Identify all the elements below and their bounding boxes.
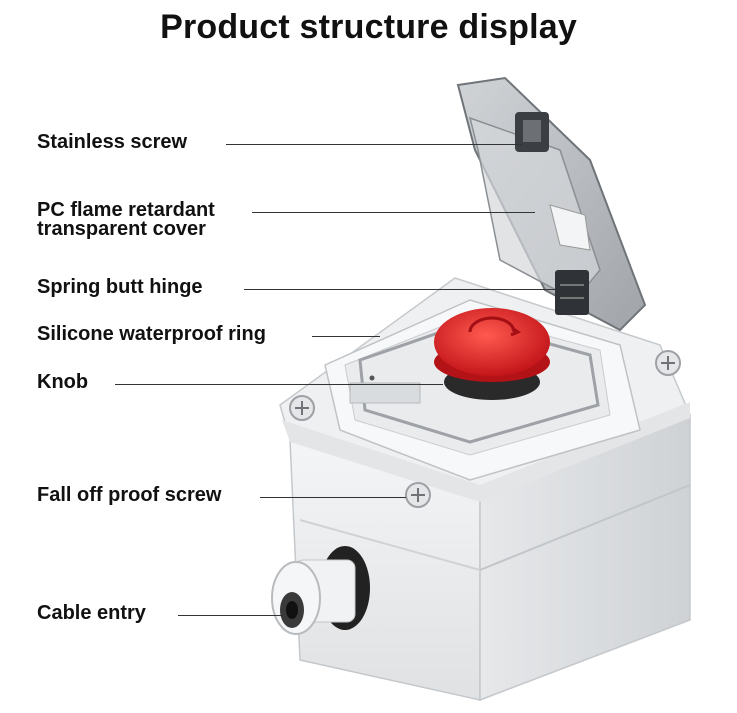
page-title: Product structure display [160,8,577,46]
label-stainless-screw: Stainless screw [37,131,188,153]
label-spring-hinge: Spring butt hinge [37,276,203,298]
leader-fall-off-screw [260,497,406,498]
leader-pc-cover [252,212,535,213]
label-knob: Knob [37,371,89,393]
label-cable-entry: Cable entry [37,602,146,624]
knob-illustration [434,308,550,400]
label-pc-cover-line1: PC flame retardant [37,199,215,221]
corner-screws [289,350,681,508]
leader-cable-entry [178,615,283,616]
leader-silicone-ring [312,336,380,337]
leader-stainless-screw [226,144,522,145]
cable-gland [271,546,370,635]
label-pc-cover-line2: transparent cover [37,218,206,240]
leader-spring-hinge [244,289,569,290]
spring-hinge-part [555,270,589,315]
transparent-cover [456,76,647,332]
label-fall-off-screw: Fall off proof screw [37,484,222,506]
leader-knob [115,384,443,385]
label-silicone-ring: Silicone waterproof ring [37,323,266,345]
stainless-screw-part [515,112,549,152]
